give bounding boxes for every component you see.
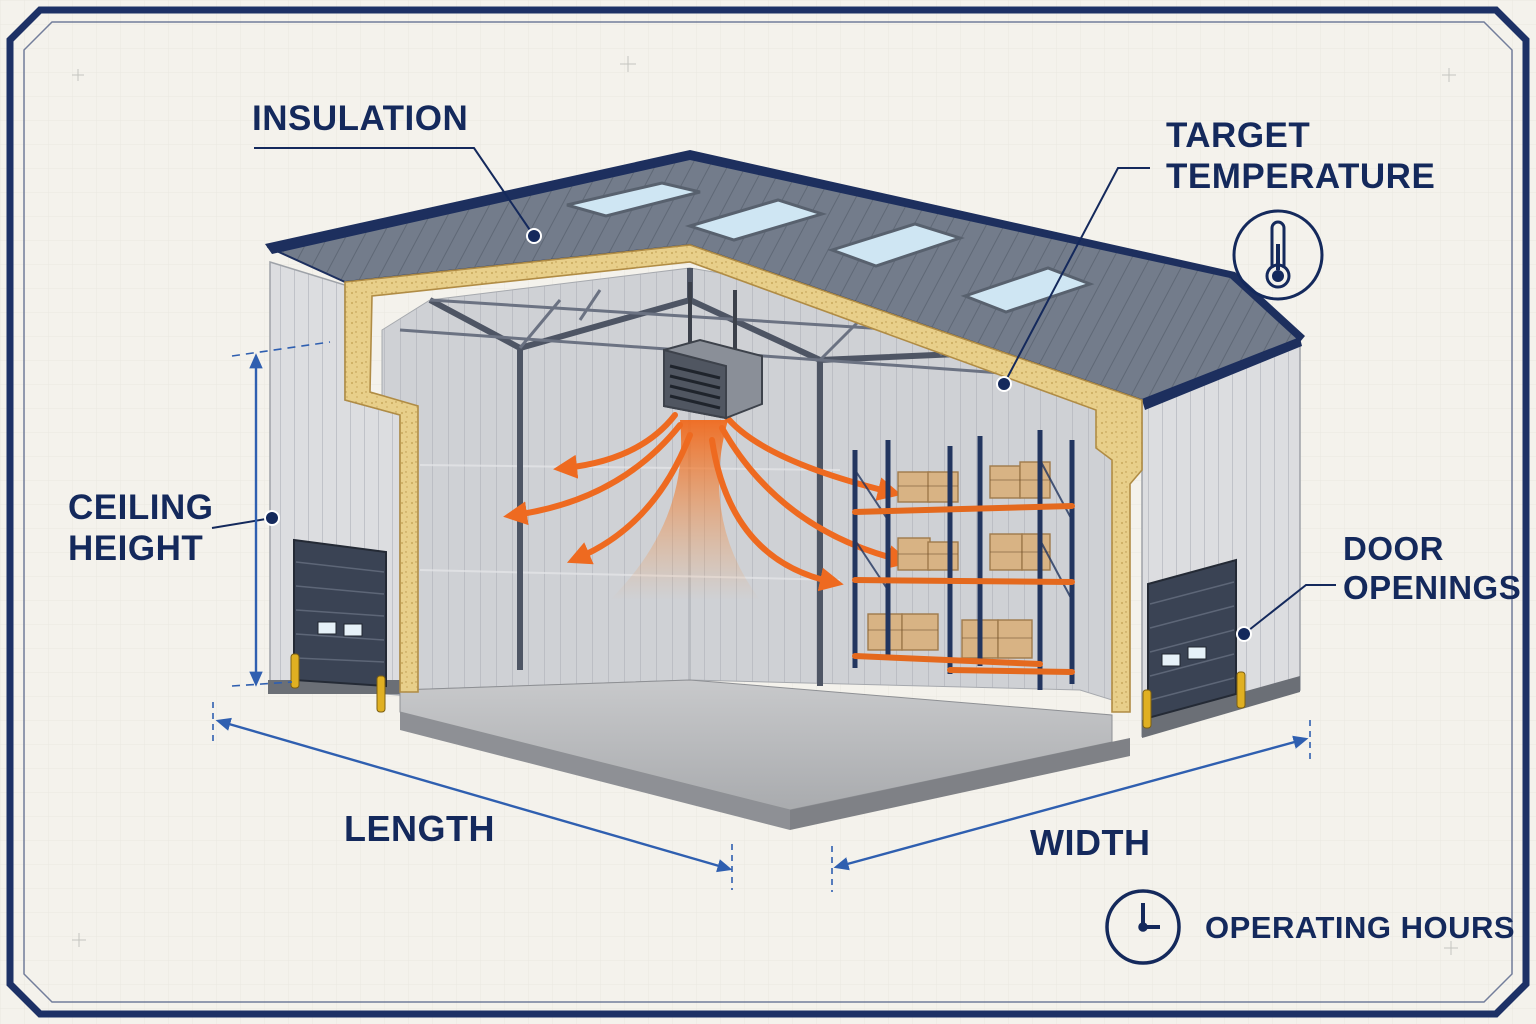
clock-icon bbox=[1105, 889, 1181, 965]
label-door-openings-line2: OPENINGS bbox=[1343, 568, 1522, 606]
label-operating-hours: OPERATING HOURS bbox=[1205, 910, 1516, 945]
label-target-temperature-line2: TEMPERATURE bbox=[1166, 157, 1436, 197]
label-ceiling-height-line2: HEIGHT bbox=[68, 529, 204, 569]
heat-arrows bbox=[503, 412, 912, 592]
label-insulation: INSULATION bbox=[252, 99, 469, 138]
label-ceiling-height-line1: CEILING bbox=[68, 488, 214, 527]
thermometer-icon bbox=[1232, 209, 1324, 301]
pallet-racking bbox=[852, 430, 1075, 690]
label-width: WIDTH bbox=[1030, 822, 1151, 863]
right-roller-door bbox=[1142, 558, 1246, 729]
insulation-layer bbox=[344, 244, 1143, 713]
label-ceiling-height: CEILING HEIGHT bbox=[68, 487, 213, 570]
label-length: LENGTH bbox=[344, 808, 495, 849]
heat-plume bbox=[610, 420, 760, 600]
label-door-openings: DOOR OPENINGS bbox=[1343, 530, 1521, 608]
leader-lines bbox=[211, 147, 1336, 635]
label-target-temperature-line1: TARGET bbox=[1166, 116, 1311, 155]
unit-heater bbox=[663, 282, 763, 420]
label-door-openings-line1: DOOR bbox=[1343, 530, 1444, 567]
dimension-lines bbox=[212, 341, 1311, 892]
outer-frame bbox=[6, 6, 1530, 1018]
label-target-temperature: TARGET TEMPERATURE bbox=[1166, 115, 1435, 198]
left-roller-door bbox=[290, 538, 387, 713]
